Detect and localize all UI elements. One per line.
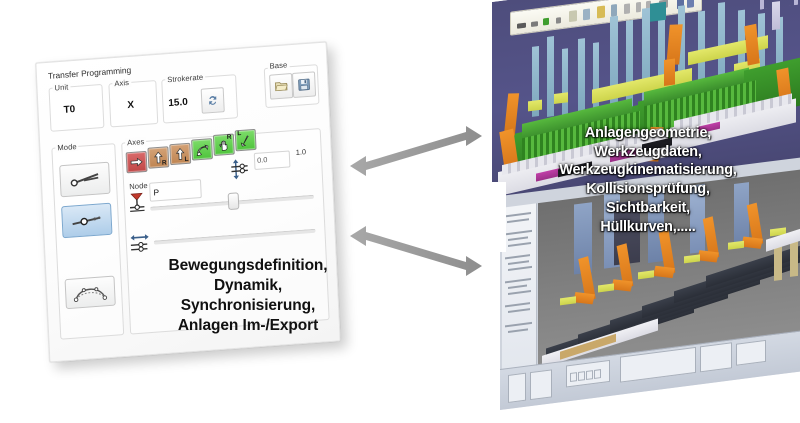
axis-btn-yl[interactable]: L bbox=[169, 142, 192, 166]
axis-btn-rr[interactable]: R bbox=[212, 133, 235, 156]
axes-group-label: Axes bbox=[124, 136, 147, 148]
parameter-slider-1-knob[interactable] bbox=[227, 192, 240, 211]
arrow-diagonal-icon bbox=[240, 134, 249, 146]
linear-move-icon bbox=[70, 173, 99, 187]
mode-btn-curve[interactable] bbox=[64, 275, 116, 310]
point-move-icon bbox=[72, 216, 101, 226]
node-value: P bbox=[153, 187, 160, 198]
node-label: Node bbox=[127, 180, 150, 192]
caption-left: Bewegungsdefinition, Dynamik, Synchronis… bbox=[168, 257, 328, 335]
unit-value: T0 bbox=[63, 104, 76, 116]
caption-right: Anlagengeometrie, Werkzeugdaten, Werkzeu… bbox=[559, 125, 737, 235]
arrow-up-icon bbox=[154, 151, 163, 164]
axis-btn-rl[interactable]: L bbox=[234, 128, 257, 152]
refresh-icon[interactable] bbox=[200, 87, 225, 114]
refresh-glyph bbox=[209, 96, 217, 105]
axis-btn-rot[interactable] bbox=[191, 138, 213, 161]
axis-btn-x[interactable] bbox=[125, 150, 148, 174]
hand-icon bbox=[218, 140, 227, 151]
axis-btn-yr-letter: R bbox=[161, 158, 167, 167]
rotate-hand-icon bbox=[196, 144, 209, 156]
arrow-right-icon bbox=[130, 157, 143, 167]
axis-btn-rl-letter: L bbox=[237, 129, 242, 138]
strokerate-value: 15.0 bbox=[168, 96, 189, 110]
axis-btn-yr[interactable]: R bbox=[147, 146, 170, 169]
mode-btn-point[interactable] bbox=[61, 202, 113, 239]
arrow-bottom-bidirectional bbox=[350, 226, 482, 276]
arrow-top-bidirectional bbox=[350, 126, 482, 176]
vertical-adjust-icon bbox=[231, 159, 248, 180]
floppy-save-icon[interactable] bbox=[292, 71, 317, 99]
unit-group-label: Unit bbox=[52, 82, 71, 93]
axis-group-label: Axis bbox=[112, 77, 132, 89]
node-marker-icon bbox=[129, 192, 145, 212]
axis-value: X bbox=[127, 99, 135, 112]
curve-path-icon bbox=[73, 287, 108, 303]
arrow-up-icon bbox=[175, 147, 185, 160]
transfer-programming-dialog[interactable]: Transfer Programming Unit T0 Axis X Stro… bbox=[35, 41, 341, 363]
offset-value: 0.0 bbox=[256, 155, 268, 165]
axis-btn-rr-letter: R bbox=[226, 133, 232, 141]
folder-open-icon[interactable] bbox=[269, 73, 294, 100]
floppy-save-glyph bbox=[298, 78, 310, 91]
range-max-label: 1.0 bbox=[295, 147, 307, 157]
folder-open-glyph bbox=[274, 82, 288, 92]
base-group-label: Base bbox=[267, 60, 290, 71]
mode-group-label: Mode bbox=[55, 141, 79, 153]
mode-btn-linear[interactable] bbox=[59, 161, 111, 198]
axis-btn-yl-letter: L bbox=[184, 155, 189, 163]
horizontal-adjust-icon bbox=[130, 234, 149, 252]
